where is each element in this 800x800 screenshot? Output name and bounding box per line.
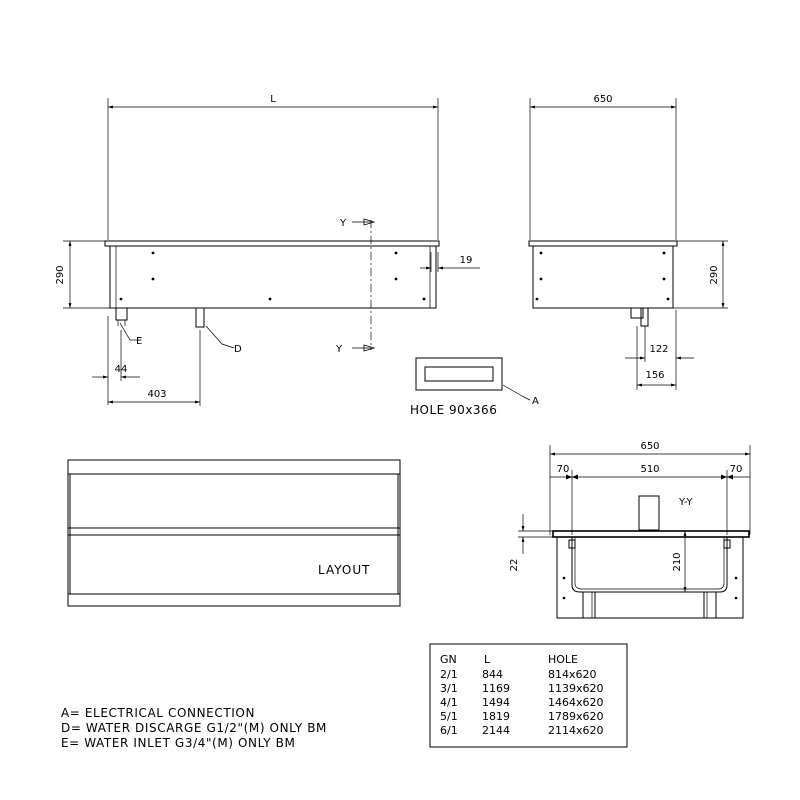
tank-body [109, 245, 437, 309]
inlet-label-e: E [136, 336, 142, 347]
length-label: L [270, 94, 276, 105]
section-left-label: 70 [557, 464, 570, 475]
layout-view: LAYOUT [67, 459, 401, 607]
countertop-slab [104, 240, 440, 247]
table-cell: 844 [482, 668, 503, 681]
table-cell: 2144 [482, 724, 510, 737]
legend-e: E= WATER INLET G3/4"(M) ONLY BM [61, 736, 295, 750]
section-mid-label: 510 [640, 464, 659, 475]
height-label: 290 [55, 265, 66, 284]
water-inlet-pipe [115, 307, 128, 321]
section-marker-bottom: Y [335, 344, 343, 355]
discharge-offset-label: 403 [147, 389, 166, 400]
section-marker-top: Y [339, 218, 347, 229]
table-cell: 1464x620 [548, 696, 604, 709]
section-pipe [638, 495, 660, 531]
legend-d: D= WATER DISCARGE G1/2"(M) ONLY BM [61, 721, 327, 735]
table-header-hole: HOLE [548, 653, 578, 666]
hole-caption: HOLE 90x366 [410, 403, 497, 417]
table-cell: 2114x620 [548, 724, 604, 737]
table-cell: 1139x620 [548, 682, 604, 695]
table-cell: 1169 [482, 682, 510, 695]
table-cell: 2/1 [440, 668, 458, 681]
inlet-offset-label: 44 [115, 364, 128, 375]
table-cell: 4/1 [440, 696, 458, 709]
section-title: Y-Y [678, 497, 693, 508]
hole-detail: A HOLE 90x366 [410, 357, 539, 417]
front-view: L 290 19 Y [55, 94, 480, 406]
side-view: 650 290 122 156 [528, 94, 728, 390]
section-view: 650 70 510 70 Y-Y 210 [509, 441, 751, 619]
side-height-label: 290 [709, 265, 720, 284]
table-cell: 5/1 [440, 710, 458, 723]
table-header-gn: GN [440, 653, 457, 666]
side-dim-156-label: 156 [645, 370, 664, 381]
side-dim-122-label: 122 [649, 344, 668, 355]
layout-caption: LAYOUT [318, 563, 370, 577]
section-total-label: 650 [640, 441, 659, 452]
table-cell: 814x620 [548, 668, 597, 681]
discharge-label-d: D [234, 344, 242, 355]
edge-dim-label: 19 [460, 255, 473, 266]
section-right-label: 70 [730, 464, 743, 475]
hole-label-a: A [532, 396, 539, 407]
table-cell: 6/1 [440, 724, 458, 737]
side-width-label: 650 [593, 94, 612, 105]
water-discharge-pipe [195, 307, 205, 328]
section-depth-label: 210 [672, 552, 683, 571]
legend: A= ELECTRICAL CONNECTION D= WATER DISCAR… [61, 706, 327, 750]
table-header-l: L [484, 653, 491, 666]
spec-table: GN L HOLE 2/1 844 814x620 3/1 1169 1139x… [429, 643, 628, 748]
legend-a: A= ELECTRICAL CONNECTION [61, 706, 255, 720]
table-cell: 3/1 [440, 682, 458, 695]
table-cell: 1494 [482, 696, 510, 709]
section-rim-label: 22 [509, 559, 520, 572]
table-cell: 1819 [482, 710, 510, 723]
table-cell: 1789x620 [548, 710, 604, 723]
